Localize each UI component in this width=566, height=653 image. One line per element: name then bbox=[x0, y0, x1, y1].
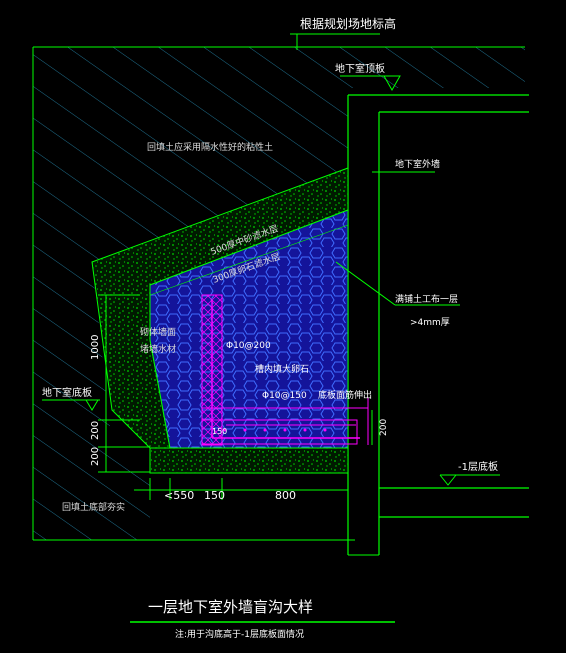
dim-800: 800 bbox=[275, 489, 296, 502]
basement-floor-left-label: 地下室底板 bbox=[42, 386, 92, 399]
drawing-note: 注:用于沟底高于-1层底板面情况 bbox=[175, 628, 304, 640]
soil-hatch bbox=[32, 46, 525, 541]
dim-550: <550 bbox=[164, 489, 194, 502]
title-block: 一层地下室外墙盲沟大样 注:用于沟底高于-1层底板面情况 bbox=[130, 598, 395, 640]
dim-150-inner: 150 bbox=[212, 427, 227, 436]
dim-200-a: 200 bbox=[90, 421, 101, 440]
wall-mark-1: 砌体墙面 bbox=[140, 326, 176, 338]
backfill-bottom-note: 回填土底部夯实 bbox=[62, 501, 125, 513]
backfill-top-note: 回填土应采用隔水性好的粘性土 bbox=[147, 141, 273, 153]
roof-slab-label: 地下室顶板 bbox=[335, 62, 385, 75]
leader-lines bbox=[42, 33, 500, 486]
dimension-lines bbox=[98, 294, 373, 500]
base-slab bbox=[149, 447, 349, 474]
dim-200-b: 200 bbox=[90, 447, 101, 466]
outer-wall-label: 地下室外墙 bbox=[395, 158, 440, 170]
horizontal-rebar-label: Φ10@150 bbox=[262, 391, 307, 401]
channel-wall bbox=[201, 294, 369, 446]
dim-200-right: 200 bbox=[379, 419, 389, 436]
geotextile-thickness: >4mm厚 bbox=[410, 317, 450, 328]
pipe-label: 底板面筋伸出 bbox=[318, 389, 372, 401]
vertical-rebar-label: Φ10@200 bbox=[226, 341, 271, 351]
drawing-title: 一层地下室外墙盲沟大样 bbox=[148, 598, 313, 616]
geotextile-label: 满铺土工布一层 bbox=[395, 293, 458, 305]
boulder-label: 槽内填大卵石 bbox=[255, 363, 309, 375]
wall-mark-2: 堵墙水材 bbox=[140, 343, 176, 355]
dim-1000: 1000 bbox=[90, 335, 101, 360]
basement-floor-right-label: -1层底板 bbox=[458, 460, 498, 473]
grade-level-label: 根据规划场地标高 bbox=[300, 16, 396, 31]
dim-150: 150 bbox=[204, 489, 225, 502]
